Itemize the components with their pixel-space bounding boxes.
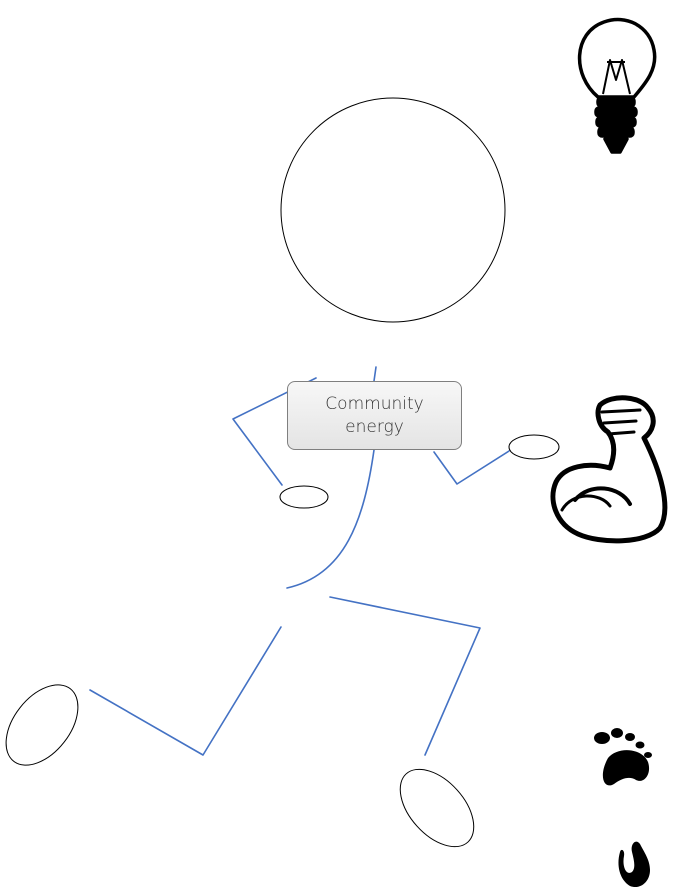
left-leg-line bbox=[90, 627, 281, 755]
left-hand-ellipse bbox=[280, 486, 328, 508]
left-foot-ellipse bbox=[0, 672, 92, 779]
right-arm-line bbox=[434, 451, 509, 484]
footprint-icon bbox=[594, 728, 652, 785]
community-energy-box: Community energy bbox=[287, 381, 462, 450]
right-leg-line bbox=[330, 597, 480, 755]
neck-line bbox=[374, 367, 376, 381]
right-foot-ellipse bbox=[386, 756, 488, 861]
right-hand-ellipse bbox=[509, 435, 559, 459]
footprint-icon bbox=[618, 842, 650, 887]
lightbulb-icon bbox=[580, 20, 655, 152]
flexed-bicep-icon bbox=[553, 398, 665, 541]
community-energy-label: Community energy bbox=[315, 393, 435, 437]
body-curve bbox=[287, 450, 374, 588]
head-circle bbox=[281, 98, 505, 322]
extremities bbox=[0, 435, 559, 860]
